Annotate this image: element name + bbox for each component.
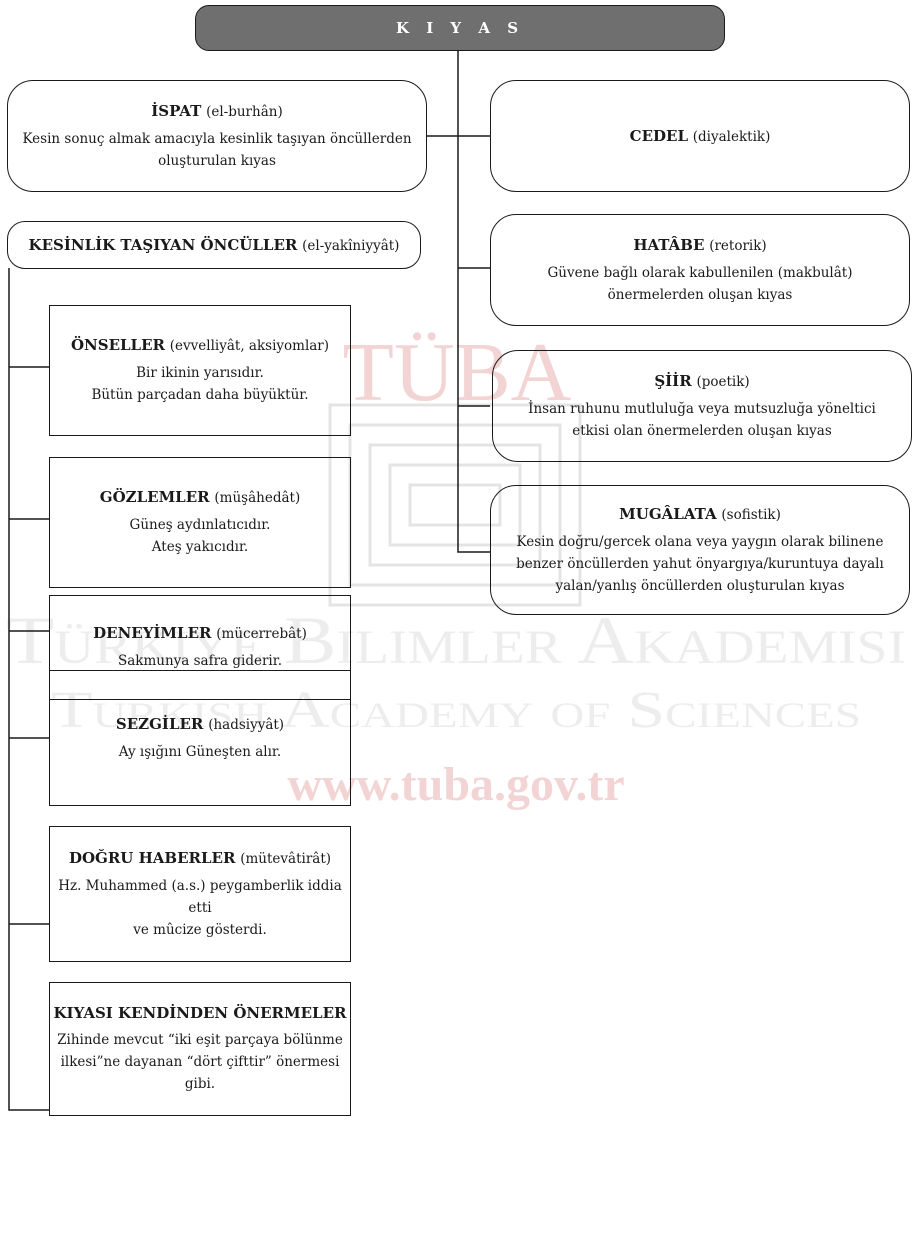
kesinlik-title: KESİNLİK TAŞIYAN ÖNCÜLLER (el-yakîniyyât… <box>29 235 400 256</box>
dogru-title-main: DOĞRU HABERLER <box>68 848 236 867</box>
dogru-desc: Hz. Muhammed (a.s.) peygamberlik iddia e… <box>50 875 350 941</box>
dogru-desc-line-1: Hz. Muhammed (a.s.) peygamberlik iddia e… <box>58 877 342 916</box>
kendinden-desc: Zihinde mevcut “iki eşit parçaya bölünme… <box>50 1029 350 1095</box>
onseller-title-main: ÖNSELLER <box>70 336 165 354</box>
siir-node: ŞİİR (poetik) İnsan ruhunu mutluluğa vey… <box>492 350 912 462</box>
cedel-title-sub: (diyalektik) <box>692 128 771 145</box>
mugalata-desc-line-2: benzer öncüllerden yahut önyargıya/kurun… <box>516 555 884 572</box>
onseller-desc: Bir ikinin yarısıdır. Bütün parçadan dah… <box>91 362 308 406</box>
deneyimler-desc: Sakmunya safra giderir. <box>118 650 282 672</box>
gozlemler-title-main: GÖZLEMLER <box>99 488 210 506</box>
deneyimler-title-main: DENEYİMLER <box>93 624 212 642</box>
hatabe-desc: Güvene bağlı olarak kabullenilen (makbul… <box>548 262 853 306</box>
siir-desc-line-2: etkisi olan önermelerden oluşan kıyas <box>572 422 832 439</box>
kesinlik-trunk-line <box>8 268 49 1111</box>
mugalata-node: MUGÂLATA (sofistik) Kesin doğru/gercek o… <box>490 485 910 615</box>
gozlemler-desc-line-1: Güneş aydınlatıcıdır. <box>129 517 271 533</box>
gozlemler-node: GÖZLEMLER (müşâhedât) Güneş aydınlatıcıd… <box>49 457 351 588</box>
hatabe-node: HATÂBE (retorik) Güvene bağlı olarak kab… <box>490 214 910 326</box>
main-trunk-line <box>457 51 490 553</box>
sezgiler-desc: Ay ışığını Güneşten alır. <box>119 741 281 763</box>
ispat-node: İSPAT (el-burhân) Kesin sonuç almak amac… <box>7 80 427 192</box>
dogru-haberler-node: DOĞRU HABERLER (mütevâtirât) Hz. Muhamme… <box>49 826 351 962</box>
sezgiler-desc-line-1: Ay ışığını Güneşten alır. <box>118 743 282 760</box>
mugalata-title-sub: (sofistik) <box>721 506 781 523</box>
ispat-title-main: İSPAT <box>151 101 202 120</box>
mugalata-desc: Kesin doğru/gercek olana veya yaygın ola… <box>516 531 884 597</box>
siir-title-main: ŞİİR <box>654 371 692 390</box>
gozlemler-desc-line-2: Ateş yakıcıdır. <box>151 539 249 555</box>
cedel-title: CEDEL (diyalektik) <box>630 126 771 147</box>
mugalata-title-main: MUGÂLATA <box>619 504 717 523</box>
sezgiler-title-main: SEZGİLER <box>115 714 204 733</box>
cedel-node: CEDEL (diyalektik) <box>490 80 910 192</box>
hatabe-title-sub: (retorik) <box>709 237 767 254</box>
deneyimler-title-sub: (mücerrebât) <box>216 626 307 642</box>
siir-desc: İnsan ruhunu mutluluğa veya mutsuzluğa y… <box>528 398 876 442</box>
sezgiler-title-sub: (hadsiyyât) <box>208 716 285 733</box>
gozlemler-title: GÖZLEMLER (müşâhedât) <box>100 487 300 508</box>
deneyimler-title: DENEYİMLER (mücerrebât) <box>93 623 307 644</box>
ispat-title: İSPAT (el-burhân) <box>151 101 282 122</box>
deneyimler-node: DENEYİMLER (mücerrebât) Sakmunya safra g… <box>49 595 351 700</box>
sezgiler-title: SEZGİLER (hadsiyyât) <box>116 714 284 735</box>
sezgiler-node: SEZGİLER (hadsiyyât) Ay ışığını Güneşten… <box>49 670 351 806</box>
gozlemler-desc: Güneş aydınlatıcıdır. Ateş yakıcıdır. <box>130 514 271 558</box>
mugalata-desc-line-1: Kesin doğru/gercek olana veya yaygın ola… <box>516 533 884 550</box>
ispat-title-sub: (el-burhân) <box>206 103 283 120</box>
onseller-title-sub: (evvelliyât, aksiyomlar) <box>169 338 330 354</box>
kesinlik-title-sub: (el-yakîniyyât) <box>302 237 400 254</box>
mugalata-desc-line-3: yalan/yanlış öncüllerden oluşturulan kıy… <box>555 577 845 594</box>
ispat-desc: Kesin sonuç almak amacıyla kesinlik taşı… <box>22 130 412 169</box>
dogru-title-sub: (mütevâtirât) <box>240 850 332 867</box>
kendinden-node: KIYASI KENDİNDEN ÖNERMELER Zihinde mevcu… <box>49 982 351 1116</box>
gozlemler-title-sub: (müşâhedât) <box>214 490 301 506</box>
siir-desc-line-1: İnsan ruhunu mutluluğa veya mutsuzluğa y… <box>528 400 876 417</box>
kesinlik-title-main: KESİNLİK TAŞIYAN ÖNCÜLLER <box>28 235 298 254</box>
root-label: K I Y A S <box>395 19 525 37</box>
onseller-desc-line-2: Bütün parçadan daha büyüktür. <box>91 387 309 403</box>
deneyimler-desc-line-1: Sakmunya safra giderir. <box>117 653 283 669</box>
hatabe-desc-line-1: Güvene bağlı olarak kabullenilen (makbul… <box>547 264 853 281</box>
kendinden-desc-line-2: ilkesi”ne dayanan “dört çifttir” önermes… <box>60 1054 340 1092</box>
dogru-title: DOĞRU HABERLER (mütevâtirât) <box>69 848 331 869</box>
root-node-kiyas: K I Y A S <box>195 5 725 51</box>
onseller-title: ÖNSELLER (evvelliyât, aksiyomlar) <box>71 335 329 356</box>
kendinden-title: KIYASI KENDİNDEN ÖNERMELER <box>54 1003 347 1023</box>
onseller-desc-line-1: Bir ikinin yarısıdır. <box>136 365 264 381</box>
hatabe-desc-line-2: önermelerden oluşan kıyas <box>607 286 793 303</box>
kendinden-desc-line-1: Zihinde mevcut “iki eşit parçaya bölünme <box>57 1032 343 1048</box>
dogru-desc-line-2: ve mûcize gösterdi. <box>133 921 267 938</box>
onseller-node: ÖNSELLER (evvelliyât, aksiyomlar) Bir ik… <box>49 305 351 436</box>
hatabe-title-main: HATÂBE <box>633 235 705 254</box>
mugalata-title: MUGÂLATA (sofistik) <box>619 504 781 525</box>
kendinden-title-main: KIYASI KENDİNDEN ÖNERMELER <box>53 1004 347 1022</box>
cedel-title-main: CEDEL <box>629 126 688 145</box>
kesinlik-node: KESİNLİK TAŞIYAN ÖNCÜLLER (el-yakîniyyât… <box>7 221 421 269</box>
hatabe-title: HATÂBE (retorik) <box>633 235 766 256</box>
siir-title: ŞİİR (poetik) <box>654 371 749 392</box>
siir-title-sub: (poetik) <box>696 373 750 390</box>
